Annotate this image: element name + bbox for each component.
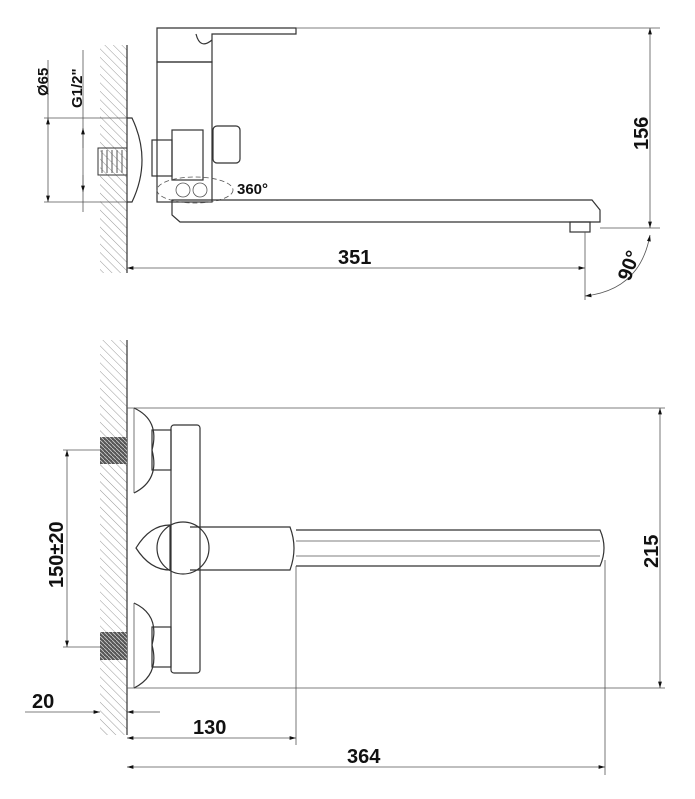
- lower-rosette: [133, 602, 155, 689]
- spout: [296, 529, 605, 567]
- body: [170, 424, 201, 674]
- total-length-label: 364: [347, 746, 381, 768]
- upper-rosette: [133, 407, 155, 494]
- upper-thread: [100, 437, 127, 464]
- thread-label: G1/2": [69, 68, 86, 108]
- nut: [151, 139, 173, 177]
- body-length-label: 130: [193, 717, 226, 739]
- spacing-label: 150±20: [46, 521, 68, 588]
- handle-lever: [156, 27, 297, 63]
- spout-length-label: 351: [338, 247, 371, 269]
- thread: [97, 147, 128, 176]
- height-label: 156: [631, 117, 653, 150]
- body: [156, 61, 213, 203]
- rosette: [127, 117, 143, 203]
- rotation-label: 360°: [237, 181, 268, 198]
- diameter-label: Ø65: [35, 68, 52, 96]
- spout: [171, 199, 601, 223]
- wall-hatch: [100, 45, 127, 273]
- handle-lever: [190, 526, 295, 571]
- wall-offset-label: 20: [32, 691, 54, 713]
- wall-hatch: [100, 340, 127, 735]
- angle-label: 90°: [614, 248, 645, 284]
- diverter: [212, 125, 241, 164]
- front-view: 150±20 215 20 130 364: [25, 340, 665, 775]
- height-label: 215: [641, 535, 663, 568]
- top-view: Ø65 G1/2" 360° 156 351 90°: [35, 27, 660, 300]
- lower-thread: [100, 632, 127, 660]
